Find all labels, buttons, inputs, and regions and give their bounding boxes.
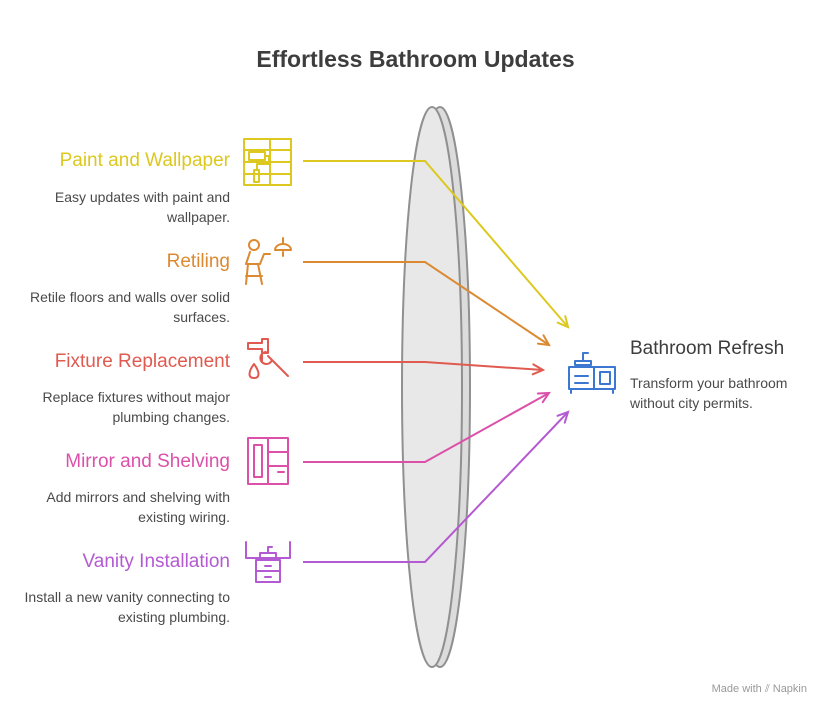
item-label: Paint and Wallpaper [59,150,230,171]
connector-line [303,261,550,346]
vanity-sink-icon [245,541,291,583]
connector-line [303,411,569,563]
connector-line [303,160,569,328]
faucet-wrench-icon [247,338,289,379]
item-description: Easy updates with paint and wallpaper. [54,189,230,225]
lens-shape [401,106,471,668]
item-label: Vanity Installation [82,551,230,572]
made-with-text: Made with [711,683,762,695]
footer-credit: Made with ⫽Napkin [712,683,807,696]
item-label: Mirror and Shelving [65,451,230,472]
item-label: Retiling [166,251,230,272]
napkin-logo-icon: ⫽ [764,683,770,695]
item-description: Add mirrors and shelving with existing w… [46,489,230,525]
connector-line [303,392,550,463]
paint-roller-wall-icon [243,138,292,186]
brand-name: Napkin [772,683,807,695]
arrowhead [536,334,551,347]
arrowhead [536,391,551,404]
item-description: Install a new vanity connecting to exist… [24,589,230,625]
diagram-title: Effortless Bathroom Updates [256,46,575,72]
arrowhead [556,315,570,329]
mirror-shelf-icon [247,437,289,485]
item-label: Fixture Replacement [54,351,230,372]
target-label: Bathroom Refresh [630,338,785,359]
arrowhead [531,363,546,376]
bathroom-vanity-icon [568,352,616,394]
arrowhead [556,410,570,424]
connector-line [303,361,544,371]
tile-worker-icon [245,237,292,285]
item-description: Replace fixtures without major plumbing … [42,389,230,425]
item-description: Retile floors and walls over solid surfa… [30,289,230,325]
target-description: Transform your bathroom without city per… [630,375,788,411]
